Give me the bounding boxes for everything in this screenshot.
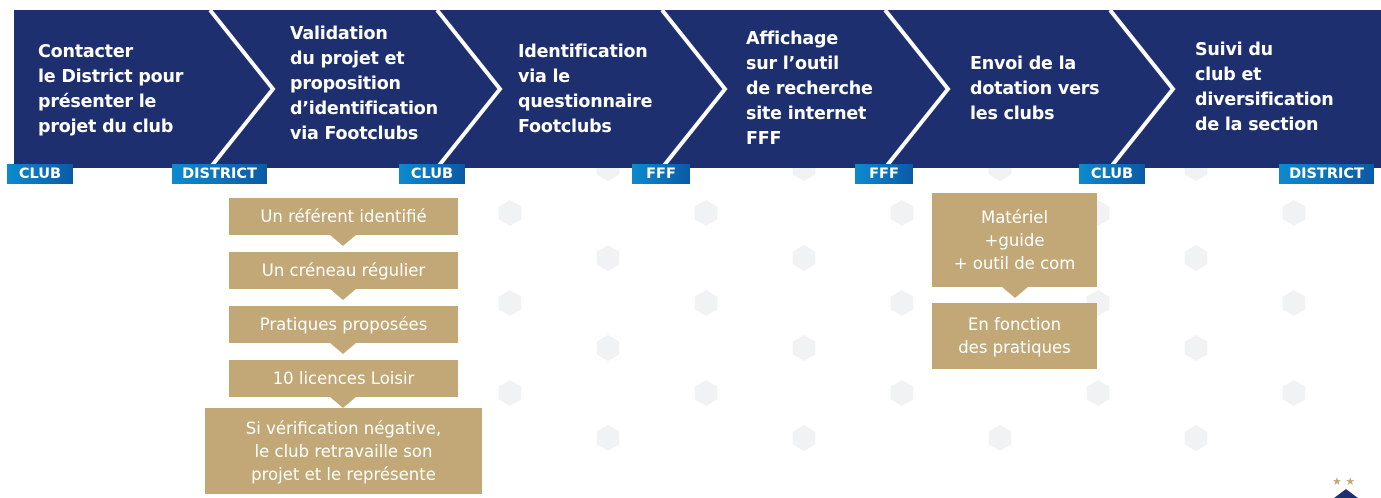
hexagon-shape — [498, 290, 522, 316]
hexagon-shape — [1282, 200, 1306, 226]
hexagon-shape — [792, 425, 816, 451]
criterion-referent: Un référent identifié — [229, 198, 458, 235]
chevron-step-5 — [885, 10, 1173, 168]
chevron-step-4 — [662, 10, 948, 168]
hexagon-shape — [792, 335, 816, 361]
criterion-licences: 10 licences Loisir — [229, 360, 458, 397]
hexagon-shape — [1184, 245, 1208, 271]
flow-arrow — [330, 343, 356, 354]
hexagon-shape — [988, 425, 1012, 451]
hexagon-shape — [890, 200, 914, 226]
hexagon-shape — [498, 380, 522, 406]
hexagon-shape — [1086, 380, 1110, 406]
chevron-step-1 — [14, 10, 273, 168]
hexagon-shape — [1282, 380, 1306, 406]
dotation-materiel: Matériel+guide+ outil de com — [932, 193, 1097, 287]
hexagon-shape — [596, 245, 620, 271]
chevron-divider-5 — [1108, 8, 1176, 170]
actor-badge-club: CLUB — [1079, 164, 1145, 184]
flow-arrow — [330, 235, 356, 246]
chevron-divider-4 — [883, 8, 951, 170]
chevron-step-6 — [1110, 10, 1381, 168]
actor-badge-club: CLUB — [399, 164, 465, 184]
logo-stars: ★ ★ — [1332, 475, 1355, 488]
actor-badge-district: DISTRICT — [1279, 164, 1374, 184]
chevron-step-2 — [210, 10, 500, 168]
actor-badge-fff: FFF — [855, 164, 913, 184]
hexagon-shape — [1184, 425, 1208, 451]
hexagon-shape — [694, 380, 718, 406]
criterion-creneau: Un créneau régulier — [229, 252, 458, 289]
flow-arrow — [1002, 287, 1028, 298]
hexagon-shape — [694, 290, 718, 316]
chevron-divider-1 — [208, 8, 276, 170]
chevron-step-3 — [437, 10, 725, 168]
flow-arrow — [330, 397, 356, 408]
hexagon-shape — [890, 290, 914, 316]
hexagon-shape — [1282, 290, 1306, 316]
fff-logo: ★ ★ — [1332, 475, 1358, 498]
hexagon-shape — [694, 200, 718, 226]
hexagon-shape — [596, 425, 620, 451]
chevron-divider-2 — [435, 8, 503, 170]
hexagon-shape — [1184, 335, 1208, 361]
flow-arrow — [330, 289, 356, 300]
hexagon-shape — [792, 245, 816, 271]
hexagon-shape — [498, 200, 522, 226]
actor-badge-fff: FFF — [632, 164, 690, 184]
actor-badge-district: DISTRICT — [172, 164, 267, 184]
hexagon-shape — [890, 380, 914, 406]
actor-badge-club: CLUB — [7, 164, 73, 184]
chevron-divider-3 — [660, 8, 728, 170]
criterion-negative-check: Si vérification négative,le club retrava… — [205, 408, 482, 494]
hexagon-shape — [596, 335, 620, 361]
criterion-pratiques: Pratiques proposées — [229, 306, 458, 343]
